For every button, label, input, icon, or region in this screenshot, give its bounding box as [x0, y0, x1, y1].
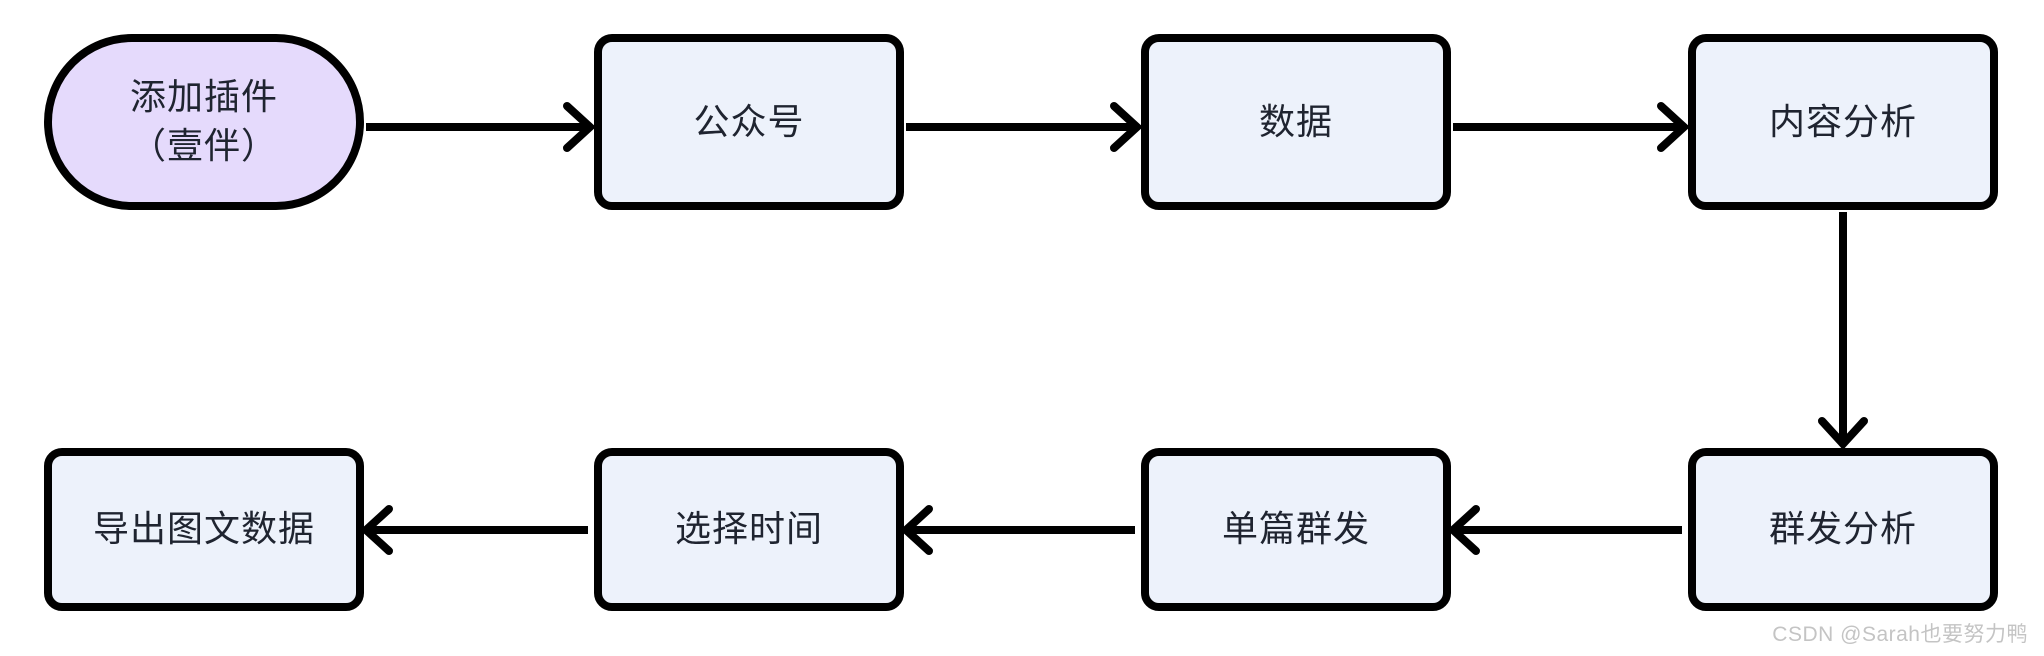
node-shape-rect [1141, 34, 1451, 210]
node-data[interactable] [1141, 34, 1451, 210]
node-shape-rect [594, 448, 904, 611]
node-official-account[interactable] [594, 34, 904, 210]
node-shape-stadium [44, 34, 364, 210]
node-shape-rect [44, 448, 364, 611]
node-shape-rect [1688, 34, 1998, 210]
watermark-text: CSDN @Sarah也要努力鸭 [1772, 623, 2028, 646]
node-add-plugin[interactable] [44, 34, 364, 210]
edge-select-time-to-export-article-data [360, 505, 588, 555]
node-shape-rect [1688, 448, 1998, 611]
arrowhead-right-icon [563, 102, 596, 152]
node-content-analysis[interactable] [1688, 34, 1998, 210]
node-shape-rect [1141, 448, 1451, 611]
edge-data-to-content-analysis [1453, 102, 1690, 152]
edge-single-broadcast-to-select-time [900, 505, 1135, 555]
arrowhead-right-icon [1657, 102, 1690, 152]
edge-broadcast-analysis-to-single-broadcast [1447, 505, 1682, 555]
arrowhead-down-icon [1818, 417, 1868, 450]
node-single-broadcast[interactable] [1141, 448, 1451, 611]
node-select-time[interactable] [594, 448, 904, 611]
edge-official-account-to-data [906, 102, 1143, 152]
arrowhead-left-icon [900, 505, 933, 555]
arrowhead-left-icon [1447, 505, 1480, 555]
edge-content-analysis-to-broadcast-analysis [1818, 212, 1868, 450]
node-shape-rect [594, 34, 904, 210]
edge-add-plugin-to-official-account [366, 102, 596, 152]
node-export-article-data[interactable] [44, 448, 364, 611]
arrowhead-left-icon [360, 505, 393, 555]
node-broadcast-analysis[interactable] [1688, 448, 1998, 611]
arrowhead-right-icon [1110, 102, 1143, 152]
